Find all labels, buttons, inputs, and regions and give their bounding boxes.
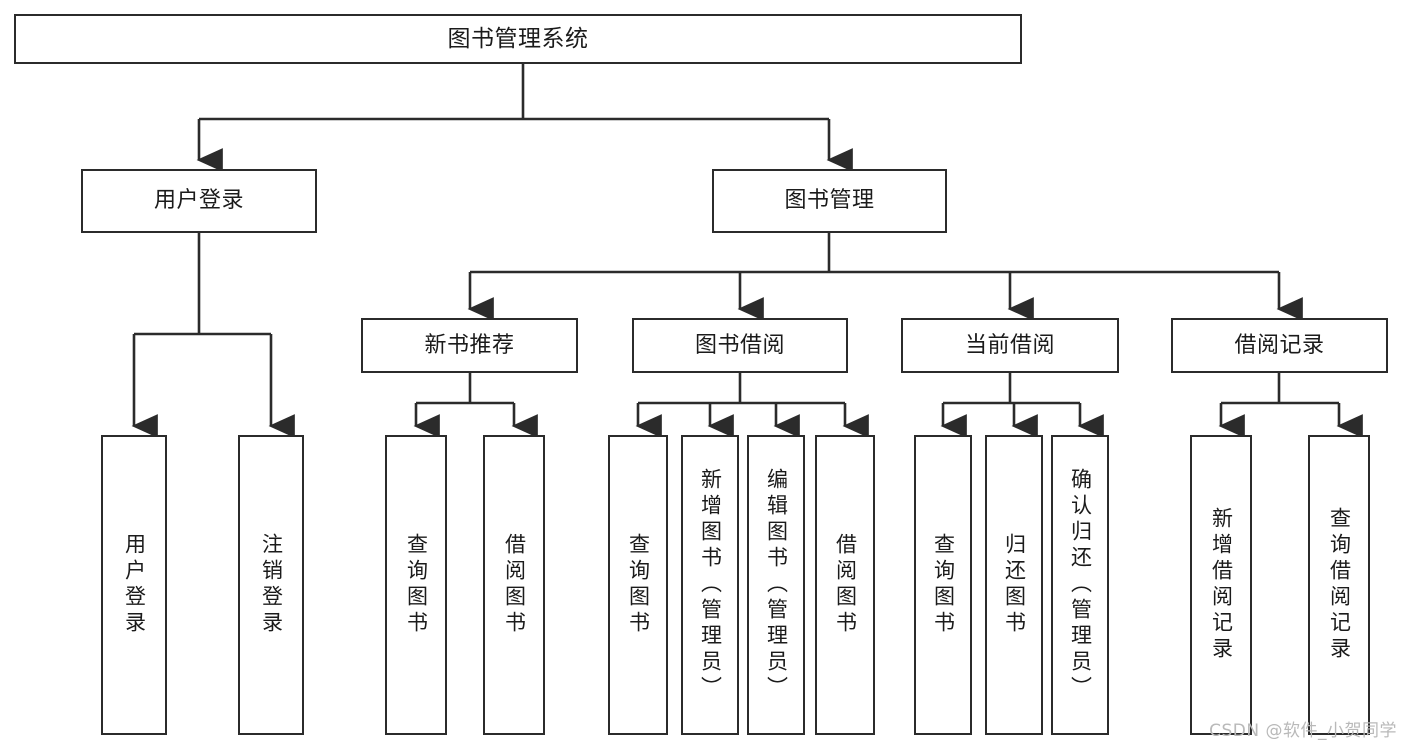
node-new-book-recommend[interactable]: 新书推荐 xyxy=(361,318,578,373)
node-leaf-return-book[interactable]: 归还图书 xyxy=(985,435,1043,735)
node-leaf-logout[interactable]: 注销登录 xyxy=(238,435,304,735)
node-leaf-query-book-newbook[interactable]: 查询图书 xyxy=(385,435,447,735)
node-label: 编辑图书（管理员） xyxy=(764,468,789,702)
node-label: 查询图书 xyxy=(931,533,956,637)
node-label: 确认归还（管理员） xyxy=(1068,468,1093,702)
node-leaf-borrow-book-newbook[interactable]: 借阅图书 xyxy=(483,435,545,735)
node-leaf-add-book-admin[interactable]: 新增图书（管理员） xyxy=(681,435,739,735)
node-leaf-query-book-current[interactable]: 查询图书 xyxy=(914,435,972,735)
node-root-system[interactable]: 图书管理系统 xyxy=(14,14,1022,64)
node-book-management[interactable]: 图书管理 xyxy=(712,169,947,233)
node-label: 用户登录 xyxy=(153,188,244,214)
node-label: 图书管理系统 xyxy=(447,25,589,52)
node-leaf-user-login[interactable]: 用户登录 xyxy=(101,435,167,735)
node-label: 借阅记录 xyxy=(1234,332,1325,358)
node-label: 当前借阅 xyxy=(964,332,1055,358)
node-leaf-lend-book[interactable]: 借阅图书 xyxy=(815,435,875,735)
node-label: 新书推荐 xyxy=(424,332,515,358)
node-leaf-query-book-borrow[interactable]: 查询图书 xyxy=(608,435,668,735)
node-user-login[interactable]: 用户登录 xyxy=(81,169,317,233)
node-label: 借阅图书 xyxy=(833,533,858,637)
node-borrow-record[interactable]: 借阅记录 xyxy=(1171,318,1388,373)
node-leaf-confirm-return-admin[interactable]: 确认归还（管理员） xyxy=(1051,435,1109,735)
node-leaf-add-borrow-record[interactable]: 新增借阅记录 xyxy=(1190,435,1252,735)
node-label: 图书管理 xyxy=(784,188,875,214)
node-book-borrow[interactable]: 图书借阅 xyxy=(632,318,848,373)
node-label: 用户登录 xyxy=(122,533,147,637)
node-label: 新增图书（管理员） xyxy=(698,468,723,702)
node-leaf-edit-book-admin[interactable]: 编辑图书（管理员） xyxy=(747,435,805,735)
node-label: 查询借阅记录 xyxy=(1327,507,1352,663)
node-label: 查询图书 xyxy=(626,533,651,637)
node-label: 借阅图书 xyxy=(502,533,527,637)
node-leaf-query-borrow-record[interactable]: 查询借阅记录 xyxy=(1308,435,1370,735)
node-label: 图书借阅 xyxy=(694,332,785,358)
csdn-watermark: CSDN @软件_小贺同学 xyxy=(1209,721,1397,741)
node-label: 注销登录 xyxy=(259,533,284,637)
node-label: 新增借阅记录 xyxy=(1209,507,1234,663)
node-current-borrow[interactable]: 当前借阅 xyxy=(901,318,1119,373)
node-label: 查询图书 xyxy=(404,533,429,637)
node-label: 归还图书 xyxy=(1002,533,1027,637)
